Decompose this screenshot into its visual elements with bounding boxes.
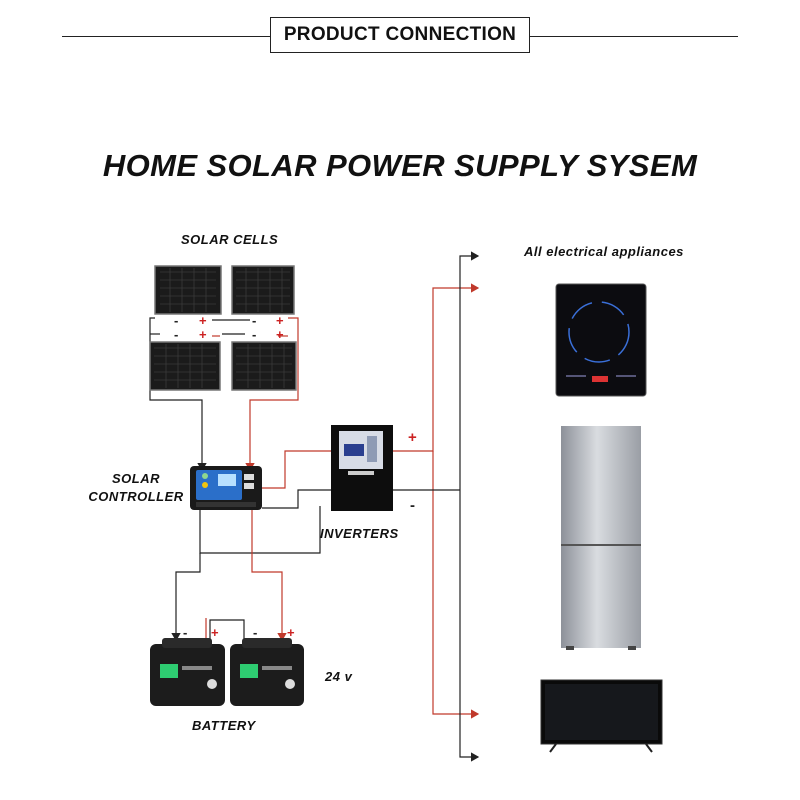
solar-cells-label: SOLAR CELLS — [181, 232, 279, 247]
controller-to-battery-negative — [171, 553, 201, 642]
inverter-output-positive — [393, 283, 480, 452]
panel-negative-wires — [149, 317, 250, 472]
battery-series-negative — [209, 619, 245, 640]
solar-panel-2 — [231, 265, 295, 315]
solar-panels — [149, 265, 297, 391]
inverter — [331, 425, 393, 511]
controller-to-inverter-negative — [262, 485, 340, 509]
solar-controller-label: SOLAR CONTROLLER — [86, 470, 186, 506]
solar-panel-4 — [231, 341, 297, 391]
battery-label: BATTERY — [192, 718, 256, 733]
header-rule-right — [528, 36, 738, 37]
plus-sign-panel-1: + — [199, 313, 207, 328]
plus-sign-panel-3: + — [199, 327, 207, 342]
solar-panel-3 — [149, 341, 221, 391]
batteries — [150, 638, 304, 706]
minus-sign-panel-1: - — [174, 313, 179, 328]
appliances-label: All electrical appliances — [524, 244, 684, 259]
refrigerator — [561, 426, 641, 650]
header-banner: PRODUCT CONNECTION — [270, 17, 530, 53]
minus-sign-panel-4: - — [252, 327, 257, 342]
voltage-label: 24 v — [325, 669, 353, 684]
minus-sign-panel-2: - — [252, 313, 257, 328]
appliance-bus-top — [459, 251, 480, 490]
plus-sign-panel-2: + — [276, 313, 284, 328]
minus-sign-panel-3: - — [174, 327, 179, 342]
inverter-output-positive-low — [432, 451, 480, 719]
battery-2 — [230, 638, 304, 706]
minus-sign-battery-1: - — [183, 625, 188, 640]
appliance-bus-bottom — [459, 490, 480, 762]
solar-controller-label-line1: SOLAR — [112, 471, 160, 486]
television — [540, 679, 663, 753]
solar-controller-label-line2: CONTROLLER — [88, 489, 184, 504]
inverters-label: INVERTERS — [320, 526, 399, 541]
plus-sign-inverter-output: + — [408, 429, 417, 446]
plus-sign-panel-4: + — [276, 327, 284, 342]
minus-sign-battery-2: - — [253, 625, 258, 640]
controller-to-inverter-positive — [262, 446, 340, 489]
plus-sign-battery-2: + — [287, 625, 295, 640]
controller-negative-bus — [199, 506, 321, 554]
page-title: HOME SOLAR POWER SUPPLY SYSEM — [102, 148, 698, 183]
solar-panel-1 — [154, 265, 222, 315]
header-rule-left — [62, 36, 272, 37]
battery-1 — [150, 638, 225, 706]
controller-to-battery-positive — [251, 510, 287, 642]
induction-cooktop — [555, 283, 647, 397]
plus-sign-battery-1: + — [211, 625, 219, 640]
solar-controller — [190, 466, 262, 510]
minus-sign-inverter-output: - — [410, 497, 415, 514]
panel-positive-wires — [212, 317, 299, 472]
